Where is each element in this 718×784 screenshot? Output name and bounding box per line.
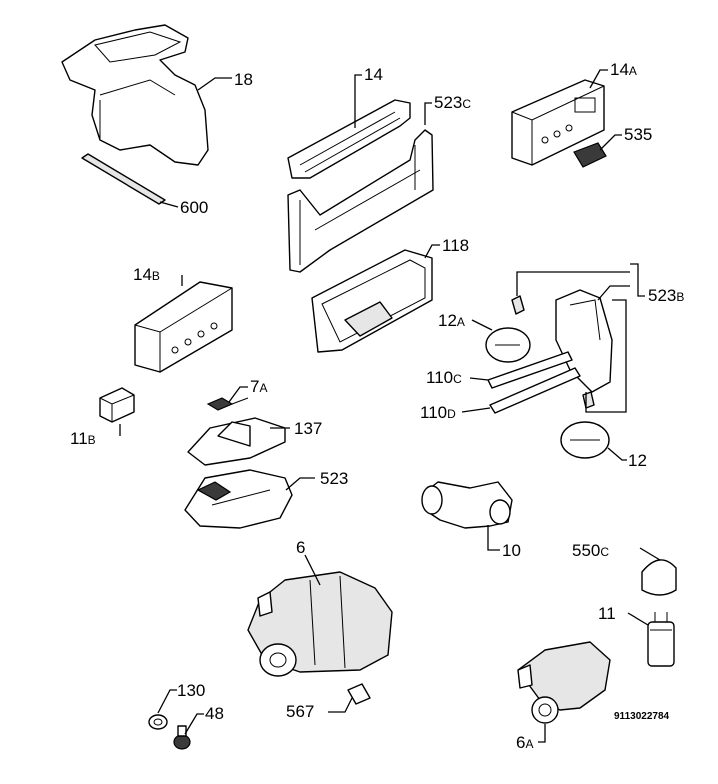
label-567: 567: [286, 702, 314, 721]
part-14b-module: [134, 281, 233, 373]
part-118-housing: [311, 249, 433, 353]
label-14: 14: [364, 65, 383, 84]
part-523b-bracket: [555, 289, 613, 393]
label-110c: 110C: [426, 368, 462, 387]
label-550c: 550C: [572, 541, 609, 560]
label-600: 600: [180, 198, 208, 217]
part-110c-hose: [487, 351, 573, 389]
part-6-motor: [247, 571, 393, 677]
label-130: 130: [177, 681, 205, 700]
label-11: 11: [598, 604, 616, 623]
part-523-cover: [184, 469, 293, 529]
part-6a-pump: [517, 641, 611, 724]
part-137-cover: [187, 417, 286, 466]
part-535-connector: [573, 142, 607, 168]
part-110d-hose: [489, 367, 581, 414]
leader-lines: [119, 69, 661, 743]
part-48-screw: [173, 725, 191, 750]
part-14a-module: [511, 79, 605, 166]
label-6a: 6A: [516, 733, 533, 752]
label-48: 48: [205, 704, 224, 723]
part-14-panel: [287, 99, 411, 179]
label-14a: 14A: [610, 60, 637, 79]
label-535: 535: [624, 125, 652, 144]
label-6: 6: [296, 538, 305, 557]
label-137: 137: [294, 419, 322, 438]
part-10-valve: [421, 481, 513, 529]
label-11b: 11B: [70, 429, 96, 448]
label-523: 523: [320, 469, 348, 488]
part-7a-clip: [206, 397, 249, 411]
label-18: 18: [234, 70, 253, 89]
part-11-capacitor: [647, 612, 675, 667]
label-10: 10: [502, 541, 521, 560]
label-7a: 7A: [250, 377, 267, 396]
label-523b: 523B: [648, 286, 684, 305]
part-labels: 18 600 14 523C 14A 535 118 523B 14B 12A …: [70, 60, 684, 752]
label-110d: 110D: [420, 403, 456, 422]
part-550c-cap: [641, 559, 677, 596]
drawing-code: 9113022784: [614, 711, 670, 722]
label-12: 12: [628, 451, 647, 470]
label-523c: 523C: [434, 93, 471, 112]
part-12-switch: [560, 391, 610, 459]
label-12a: 12A: [438, 311, 465, 330]
part-130-ring: [148, 714, 168, 730]
part-600-strip: [81, 153, 166, 205]
part-18-duct: [61, 24, 209, 166]
label-14b: 14B: [133, 265, 160, 284]
part-567-clip: [347, 683, 371, 705]
part-523c-frame: [287, 129, 434, 273]
label-118: 118: [442, 236, 469, 255]
part-11b-relay: [99, 387, 135, 423]
part-12a-switch: [485, 295, 531, 363]
